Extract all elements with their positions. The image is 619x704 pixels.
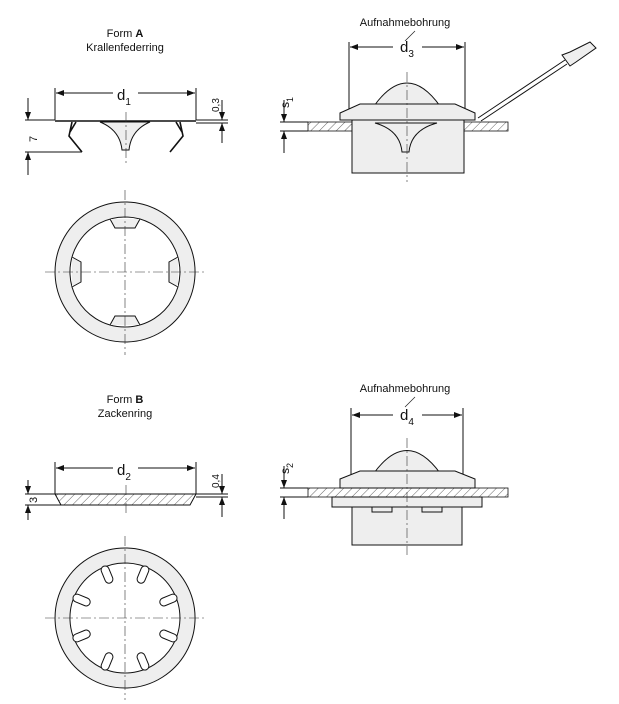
dim-thickness-b: 0,4 [211,474,222,488]
ring-tooth [100,652,114,671]
form-a-title: Form A Krallenfederring [86,28,164,54]
dim-d1: d1 [117,87,131,108]
ring-tooth [100,565,114,584]
form-b-side-view: d2 0,4 3 [25,462,228,520]
dim-d4: d4 [400,407,414,428]
form-a-top-view [45,190,205,355]
svg-text:Krallenfederring: Krallenfederring [86,42,164,54]
ring-tooth [159,593,178,607]
svg-text:Form B: Form B [107,394,144,406]
ring-tooth [72,593,91,607]
ring-tooth [72,629,91,643]
ring-tooth [159,629,178,643]
dim-s1: s1 [278,97,295,108]
dim-s2: s2 [278,463,295,474]
dim-d2: d2 [117,462,131,483]
form-b-top-view [45,536,205,700]
ring-tooth [136,652,150,671]
bore-label-a: Aufnahmebohrung [360,17,451,29]
mount-b-view: Aufnahmebohrung d4 s2 [278,383,509,555]
svg-text:Form A: Form A [107,28,144,40]
ring-tooth [136,565,150,584]
mount-a-view: Aufnahmebohrung d3 s1 [278,17,597,182]
dim-d3: d3 [400,39,414,60]
bore-label-b: Aufnahmebohrung [360,383,451,395]
svg-text:Zackenring: Zackenring [98,408,152,420]
form-a-side-view: d1 0,3 7 [25,87,228,175]
dim-height-b: 3 [28,497,40,503]
form-b-title: Form B Zackenring [98,394,152,420]
dim-thickness-a: 0,3 [211,98,222,112]
dim-height-a: 7 [28,136,40,142]
